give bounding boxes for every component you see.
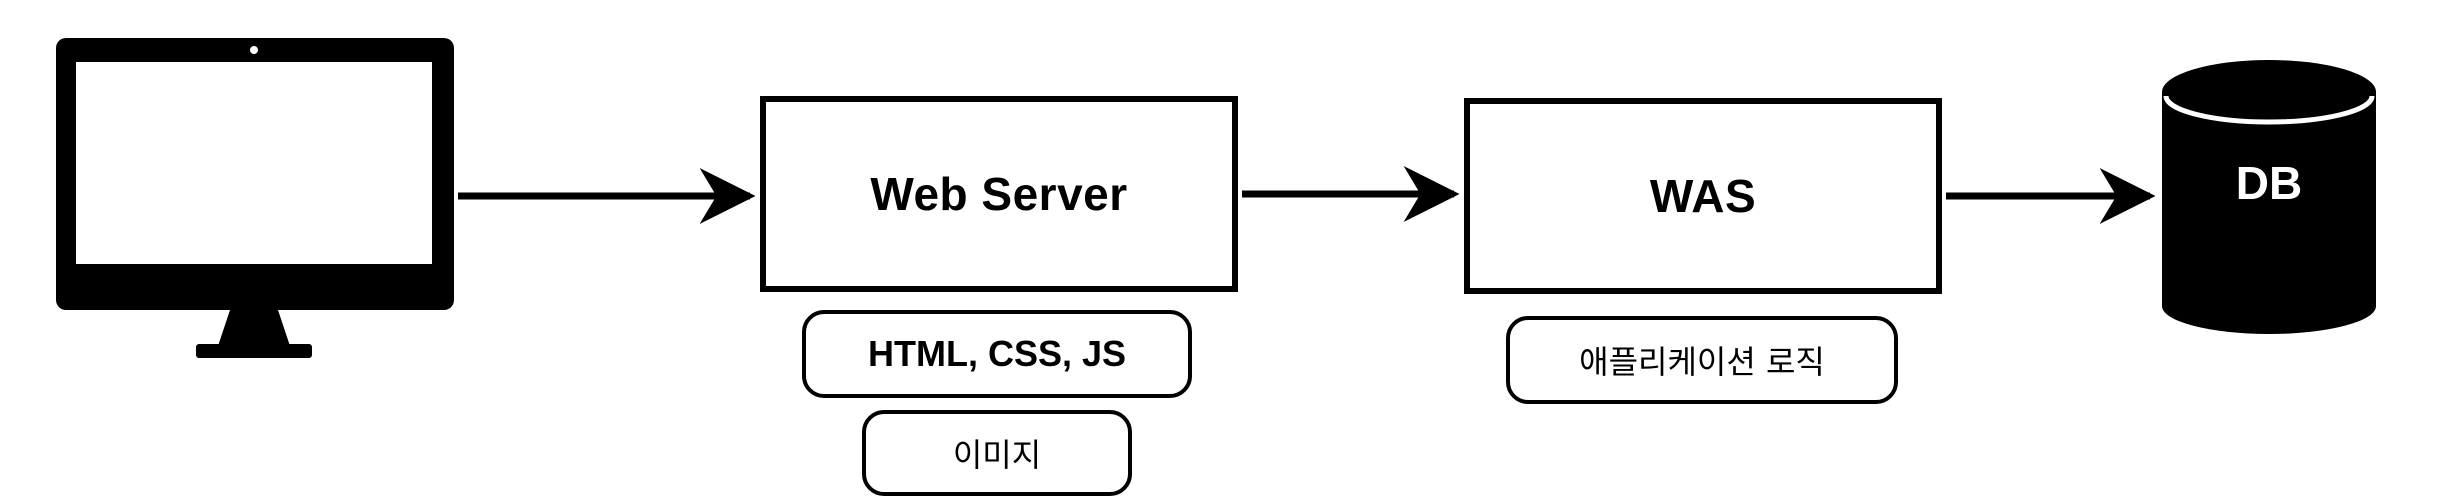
desktop-monitor-icon — [56, 38, 454, 358]
was-node: WAS — [1464, 98, 1942, 294]
web-server-tag-html-css-js: HTML, CSS, JS — [802, 310, 1192, 398]
web-server-node: Web Server — [760, 96, 1238, 292]
database-cylinder-icon — [2162, 60, 2376, 334]
was-tag-application-logic: 애플리케이션 로직 — [1506, 316, 1898, 404]
web-server-tag-image: 이미지 — [862, 410, 1132, 496]
db-label: DB — [2235, 157, 2303, 209]
